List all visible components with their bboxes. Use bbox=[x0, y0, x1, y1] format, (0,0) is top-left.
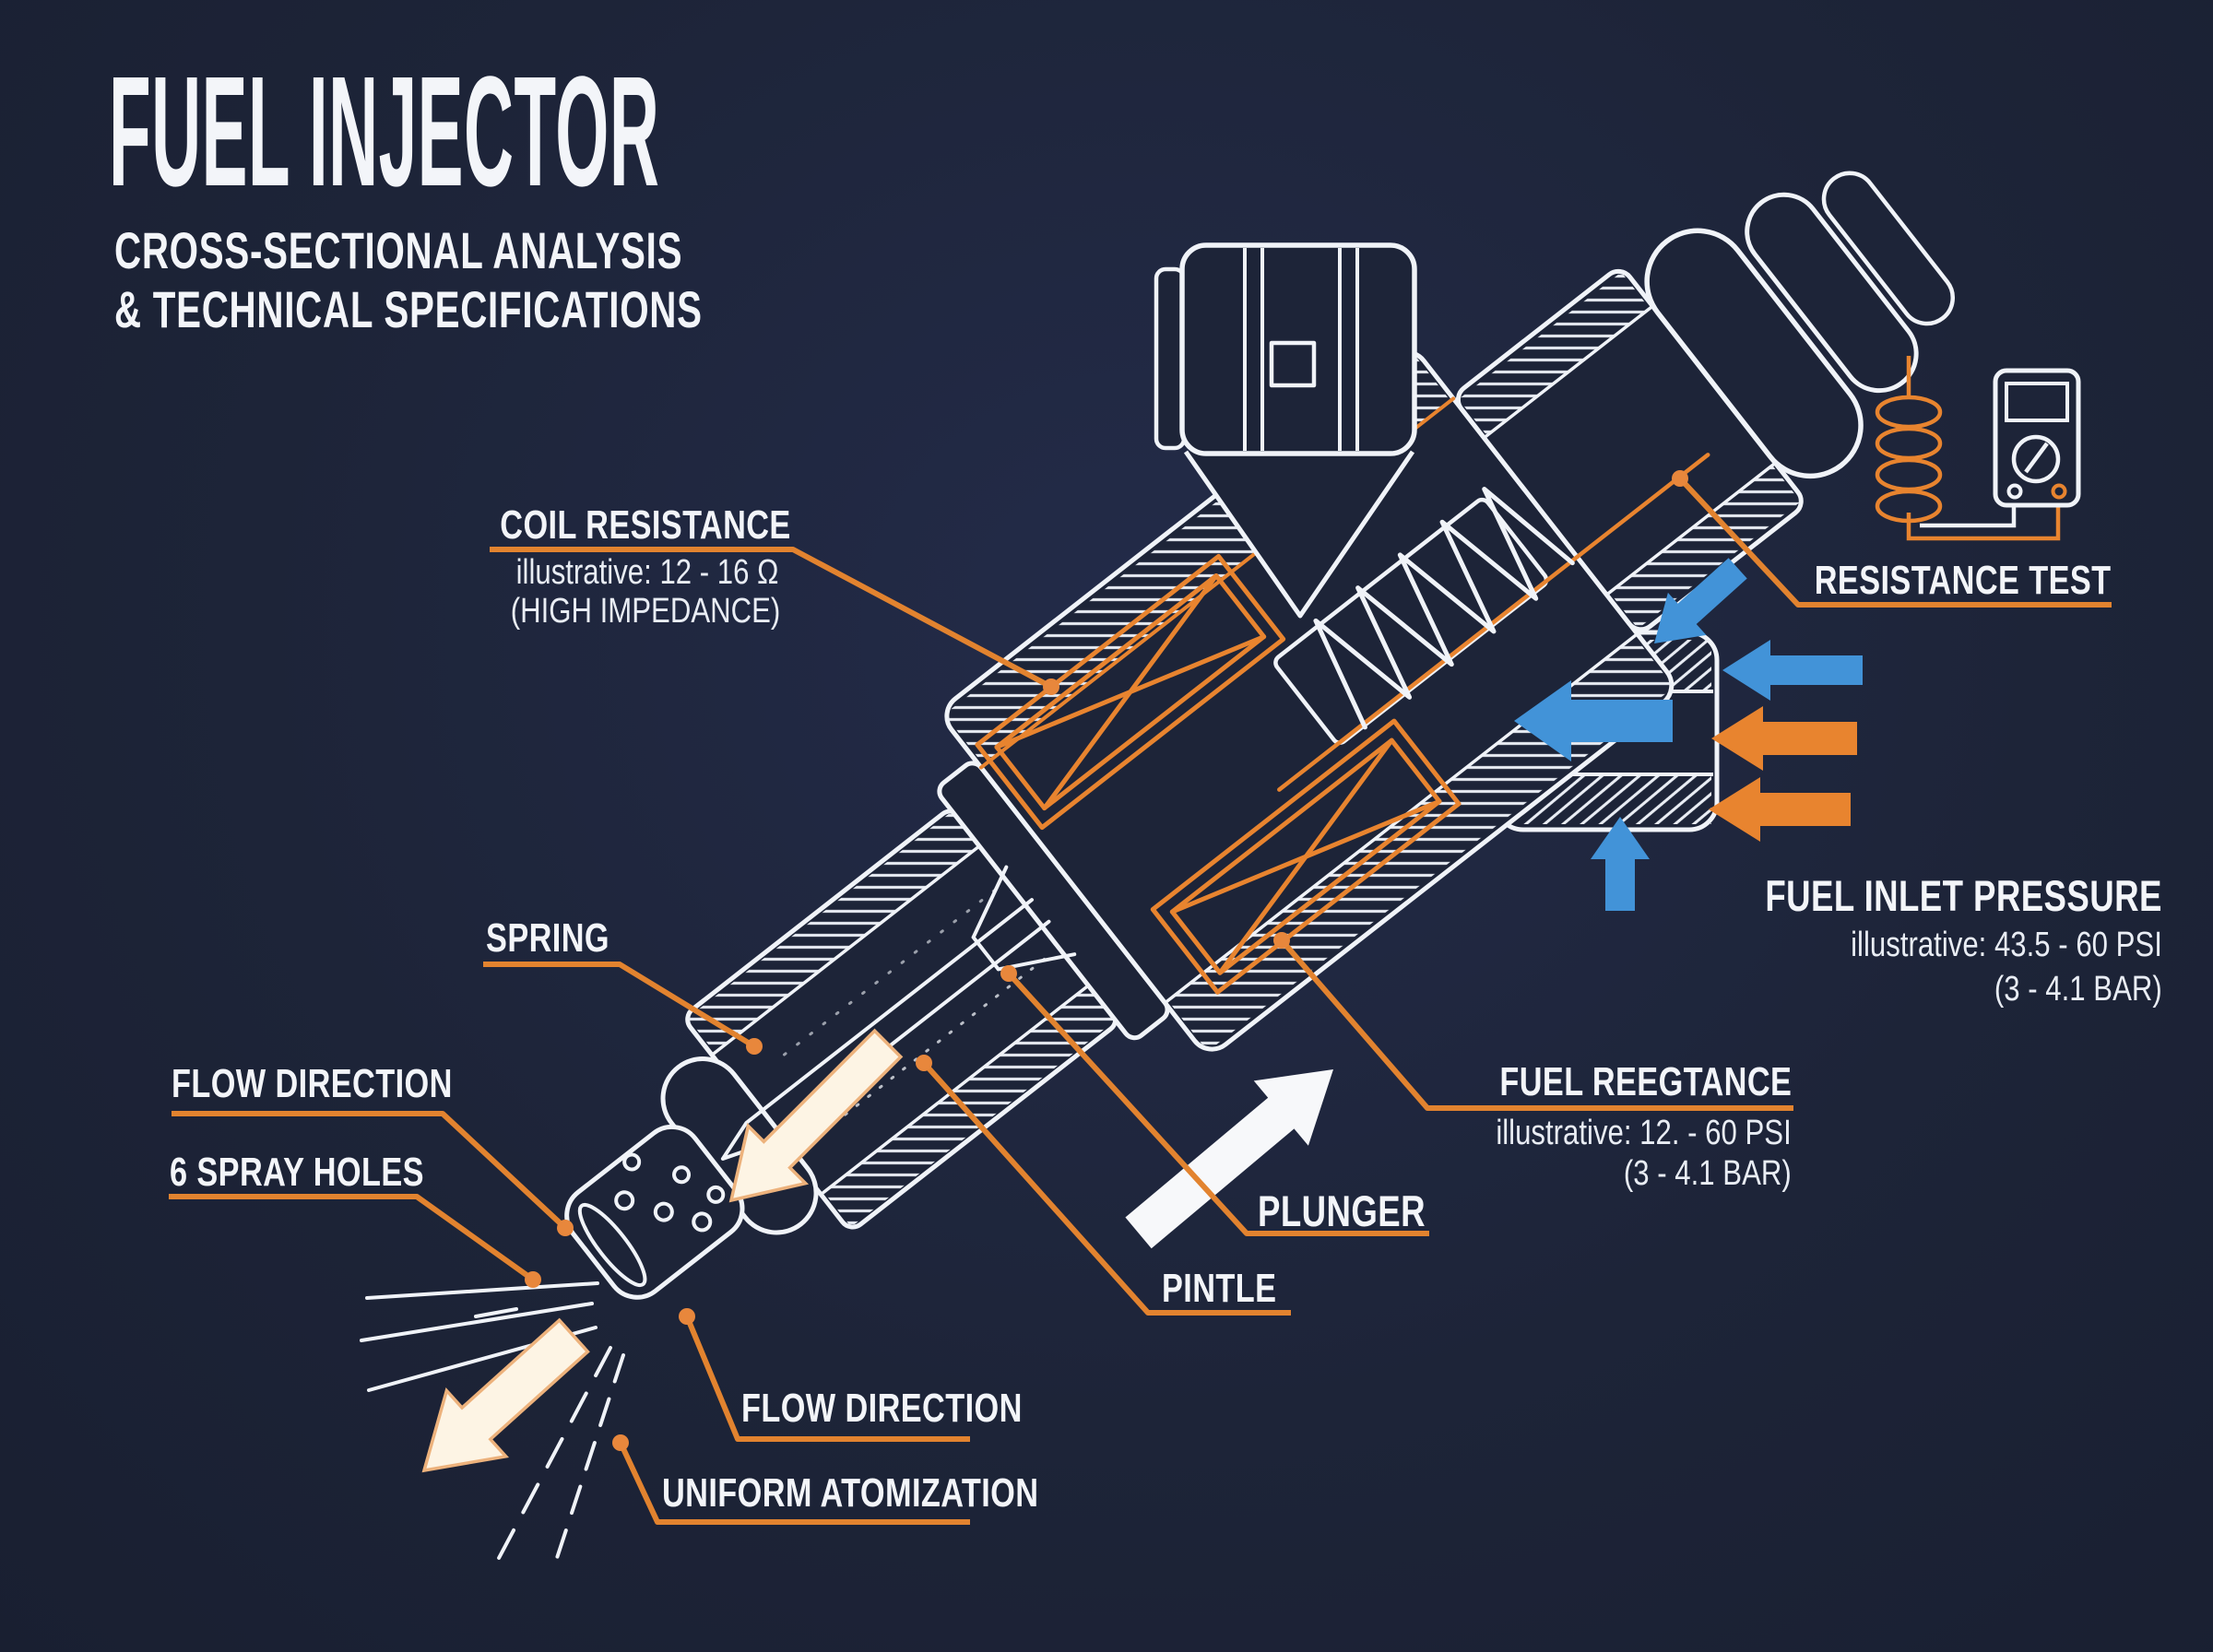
coil-icon bbox=[1875, 356, 2061, 541]
callout-flow-direction-upper-title: FLOW DIRECTION bbox=[172, 1061, 453, 1106]
page-subtitle-line1: CROSS-SECTIONAL ANALYSIS bbox=[114, 221, 683, 279]
page-title: FUEL INJECTOR bbox=[109, 44, 660, 219]
callout-fuel-resistance-note: (3 - 4.1 BAR) bbox=[1624, 1154, 1792, 1193]
flow-arrow-internal bbox=[728, 1028, 904, 1203]
leader-uniform-atomization bbox=[618, 1441, 970, 1525]
nozzle-tip bbox=[564, 1124, 745, 1300]
callout-pintle-title: PINTLE bbox=[1162, 1266, 1277, 1311]
callout-coil-resistance-note: (HIGH IMPEDANCE) bbox=[510, 592, 781, 631]
leader-coil-resistance bbox=[490, 547, 1053, 690]
leader-spring bbox=[483, 962, 756, 1049]
leader-pintle bbox=[921, 1060, 1291, 1316]
leader-plunger bbox=[1006, 971, 1429, 1236]
callout-coil-resistance-title: COIL RESISTANCE bbox=[500, 502, 791, 548]
leader-flow-lower bbox=[684, 1315, 970, 1442]
callout-fuel-resistance-value: illustrative: 12. - 60 PSI bbox=[1496, 1114, 1792, 1152]
inlet-arrow-blue-large bbox=[1514, 680, 1673, 761]
page-subtitle-line2: & TECHNICAL SPECIFICATIONS bbox=[114, 280, 703, 338]
inlet-arrow-blue-diagonal bbox=[1654, 558, 1747, 643]
callout-flow-direction-lower-title: FLOW DIRECTION bbox=[741, 1386, 1023, 1431]
inlet-arrow-blue-vertical bbox=[1591, 817, 1650, 911]
callout-fuel-resistance-title: FUEL REEGTANCE bbox=[1499, 1059, 1792, 1104]
callout-coil-resistance-value: illustrative: 12 - 16 Ω bbox=[515, 553, 779, 592]
inlet-arrow-orange-1 bbox=[1711, 706, 1857, 771]
coil-winding-lower bbox=[1150, 718, 1462, 995]
flow-arrow-spray bbox=[421, 1317, 590, 1473]
inlet-arrow-blue-horizontal bbox=[1722, 640, 1863, 701]
callout-plunger-title: PLUNGER bbox=[1258, 1186, 1426, 1235]
plunger-arrow bbox=[1125, 1069, 1333, 1249]
leader-fuel-resistance bbox=[1279, 938, 1793, 1111]
multimeter-icon bbox=[1920, 368, 2081, 528]
leader-flow-upper bbox=[172, 1111, 568, 1231]
callout-uniform-atomization-title: UNIFORM ATOMIZATION bbox=[662, 1470, 1039, 1516]
callout-fuel-inlet-pressure-title: FUEL INLET PRESSURE bbox=[1765, 871, 2162, 920]
callout-spray-holes-title: 6 SPRAY HOLES bbox=[170, 1150, 424, 1195]
callout-spring-title: SPRING bbox=[486, 915, 609, 961]
callout-fuel-inlet-pressure-value: illustrative: 43.5 - 60 PSI bbox=[1851, 926, 2162, 964]
inlet-end-caps bbox=[1644, 171, 1955, 479]
callout-leaders bbox=[169, 476, 2112, 1525]
coil-winding-upper bbox=[975, 553, 1286, 831]
leader-dots bbox=[525, 470, 1688, 1451]
coil-lead-wire bbox=[1277, 453, 1710, 792]
leader-resistance-test bbox=[1677, 476, 2112, 608]
callout-fuel-inlet-pressure-note: (3 - 4.1 BAR) bbox=[1994, 970, 2162, 1009]
callout-resistance-test-title: RESISTANCE TEST bbox=[1815, 558, 2112, 603]
electrical-connector bbox=[1154, 242, 1417, 619]
inlet-arrow-orange-2 bbox=[1709, 777, 1851, 842]
spring-coil bbox=[1313, 487, 1575, 730]
leader-spray-holes bbox=[169, 1194, 535, 1282]
